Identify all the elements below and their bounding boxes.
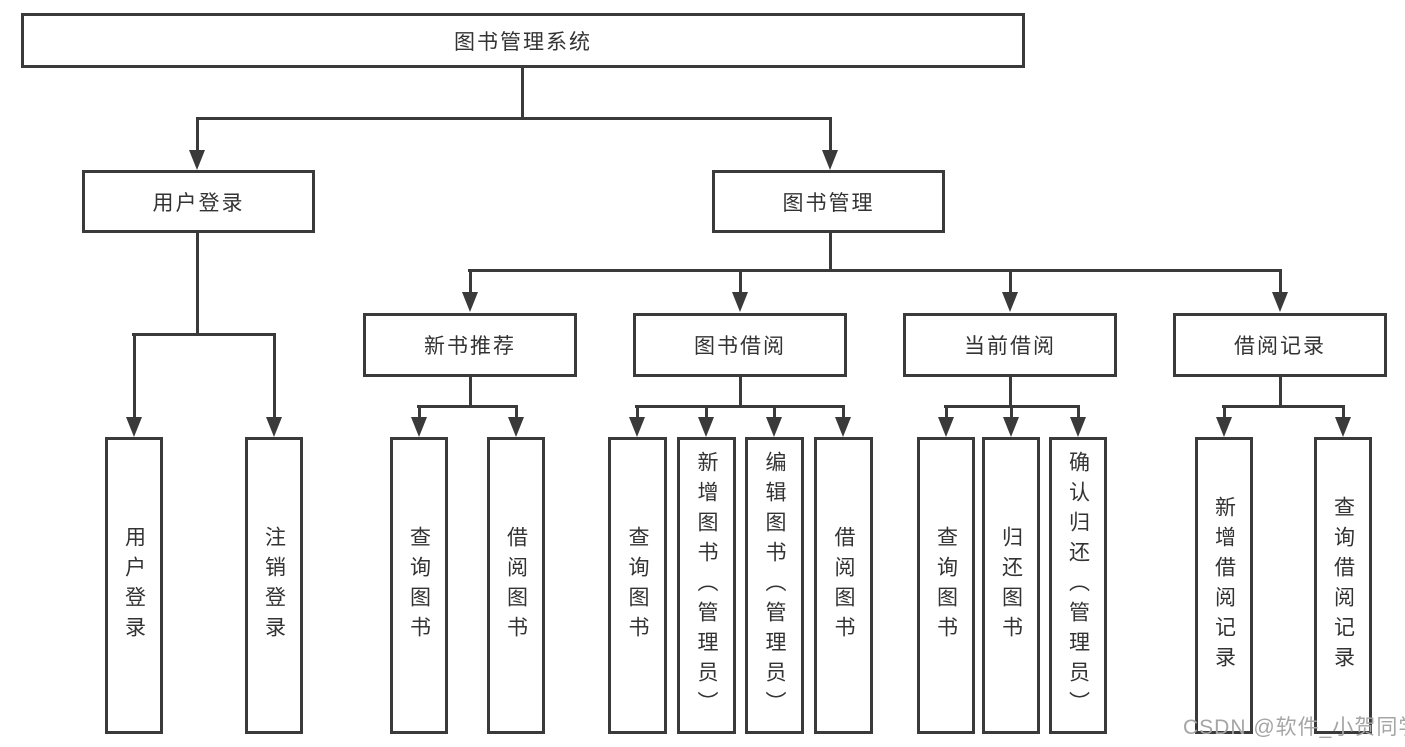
arrow-down-icon: [189, 150, 205, 170]
connector-bookmgmt-drop-4: [1279, 269, 1282, 293]
connector-records-drop-2: [1342, 405, 1345, 419]
arrow-down-icon: [1003, 417, 1019, 437]
connector-borrowing-drop-2: [705, 405, 708, 419]
leaf-current-query-books: 查询图书: [917, 437, 975, 734]
connector-borrowing-stem: [739, 377, 742, 407]
csdn-watermark: CSDN @软件_小贺同学: [1183, 716, 1405, 739]
leaf-label: 归还图书: [999, 525, 1023, 646]
arrow-down-icon: [629, 417, 645, 437]
node-label: 借阅记录: [1234, 335, 1326, 358]
connector-userlogin-drop-1: [133, 333, 136, 418]
connector-current-drop-2: [1010, 405, 1013, 419]
arrow-down-icon: [822, 150, 838, 170]
node-label: 新书推荐: [424, 335, 516, 358]
connector-userlogin-stem: [196, 233, 199, 335]
arrow-down-icon: [1272, 292, 1288, 312]
leaf-label: 用户登录: [122, 525, 146, 646]
node-book-management: 图书管理: [712, 170, 945, 233]
leaf-borrowing-query-books: 查询图书: [608, 437, 667, 734]
node-book-borrowing: 图书借阅: [633, 313, 847, 377]
node-new-book-recommend: 新书推荐: [363, 313, 577, 377]
leaf-borrowing-add-books-admin: 新增图书（管理员）: [677, 437, 736, 734]
leaf-label: 注销登录: [262, 525, 286, 646]
leaf-label: 查询图书: [626, 525, 649, 646]
node-label: 图书管理系统: [454, 30, 592, 54]
leaf-logout: 注销登录: [245, 437, 303, 734]
leaf-label: 新增借阅记录: [1212, 495, 1236, 676]
arrow-down-icon: [126, 417, 142, 437]
arrow-down-icon: [508, 417, 524, 437]
leaf-user-login: 用户登录: [105, 437, 163, 734]
leaf-borrowing-edit-books-admin: 编辑图书（管理员）: [745, 437, 804, 734]
connector-newbook-stem: [469, 377, 472, 407]
arrow-down-icon: [462, 292, 478, 312]
leaf-label: 确认归还（管理员）: [1066, 450, 1090, 721]
leaf-records-query-record: 查询借阅记录: [1314, 437, 1372, 734]
node-user-login: 用户登录: [82, 170, 315, 233]
arrow-down-icon: [266, 417, 282, 437]
connector-records-stem: [1279, 377, 1282, 407]
connector-records-horizontal: [1222, 405, 1345, 408]
node-borrowing-records: 借阅记录: [1173, 313, 1387, 377]
leaf-label: 借阅图书: [504, 525, 528, 646]
node-library-management-system: 图书管理系统: [21, 13, 1025, 68]
leaf-label: 查询借阅记录: [1331, 495, 1355, 676]
leaf-newbook-borrow-books: 借阅图书: [487, 437, 545, 734]
leaf-borrowing-borrow-books: 借阅图书: [814, 437, 873, 734]
leaf-label: 借阅图书: [832, 525, 855, 646]
leaf-current-confirm-return-admin: 确认归还（管理员）: [1049, 437, 1107, 734]
leaf-label: 查询图书: [934, 525, 958, 646]
connector-userlogin-horizontal: [132, 333, 276, 336]
arrow-down-icon: [1335, 417, 1351, 437]
connector-borrowing-horizontal: [635, 405, 845, 408]
connector-bookmgmt-stem: [829, 233, 832, 272]
connector-borrowing-drop-4: [842, 405, 845, 419]
connector-root-right-drop: [829, 117, 832, 151]
arrow-down-icon: [938, 417, 954, 437]
node-label: 图书借阅: [694, 335, 786, 358]
connector-root-stem: [521, 68, 524, 119]
connector-bookmgmt-drop-3: [1009, 269, 1012, 293]
connector-records-drop-1: [1223, 405, 1226, 419]
node-label: 用户登录: [152, 191, 245, 215]
connector-bookmgmt-horizontal: [468, 269, 1282, 272]
connector-newbook-horizontal: [417, 405, 518, 408]
node-label: 图书管理: [782, 191, 875, 215]
arrow-down-icon: [1216, 417, 1232, 437]
connector-bookmgmt-drop-1: [469, 269, 472, 293]
connector-borrowing-drop-3: [773, 405, 776, 419]
arrow-down-icon: [698, 417, 714, 437]
leaf-label: 查询图书: [407, 525, 431, 646]
connector-newbook-drop-2: [515, 405, 518, 419]
connector-current-stem: [1009, 377, 1012, 407]
connector-current-drop-1: [945, 405, 948, 419]
connector-root-horizontal: [196, 117, 832, 120]
node-label: 当前借阅: [964, 335, 1056, 358]
arrow-down-icon: [1002, 292, 1018, 312]
leaf-label: 编辑图书（管理员）: [763, 450, 786, 721]
arrow-down-icon: [732, 292, 748, 312]
leaf-label: 新增图书（管理员）: [695, 450, 718, 721]
leaf-current-return-books: 归还图书: [982, 437, 1040, 734]
node-current-borrowing: 当前借阅: [903, 313, 1117, 377]
connector-newbook-drop-1: [418, 405, 421, 419]
connector-userlogin-drop-2: [273, 333, 276, 418]
arrow-down-icon: [411, 417, 427, 437]
arrow-down-icon: [766, 417, 782, 437]
connector-root-left-drop: [196, 117, 199, 151]
arrow-down-icon: [835, 417, 851, 437]
arrow-down-icon: [1070, 417, 1086, 437]
connector-borrowing-drop-1: [636, 405, 639, 419]
connector-current-drop-3: [1077, 405, 1080, 419]
leaf-newbook-query-books: 查询图书: [390, 437, 448, 734]
connector-bookmgmt-drop-2: [739, 269, 742, 293]
leaf-records-add-record: 新增借阅记录: [1195, 437, 1253, 734]
